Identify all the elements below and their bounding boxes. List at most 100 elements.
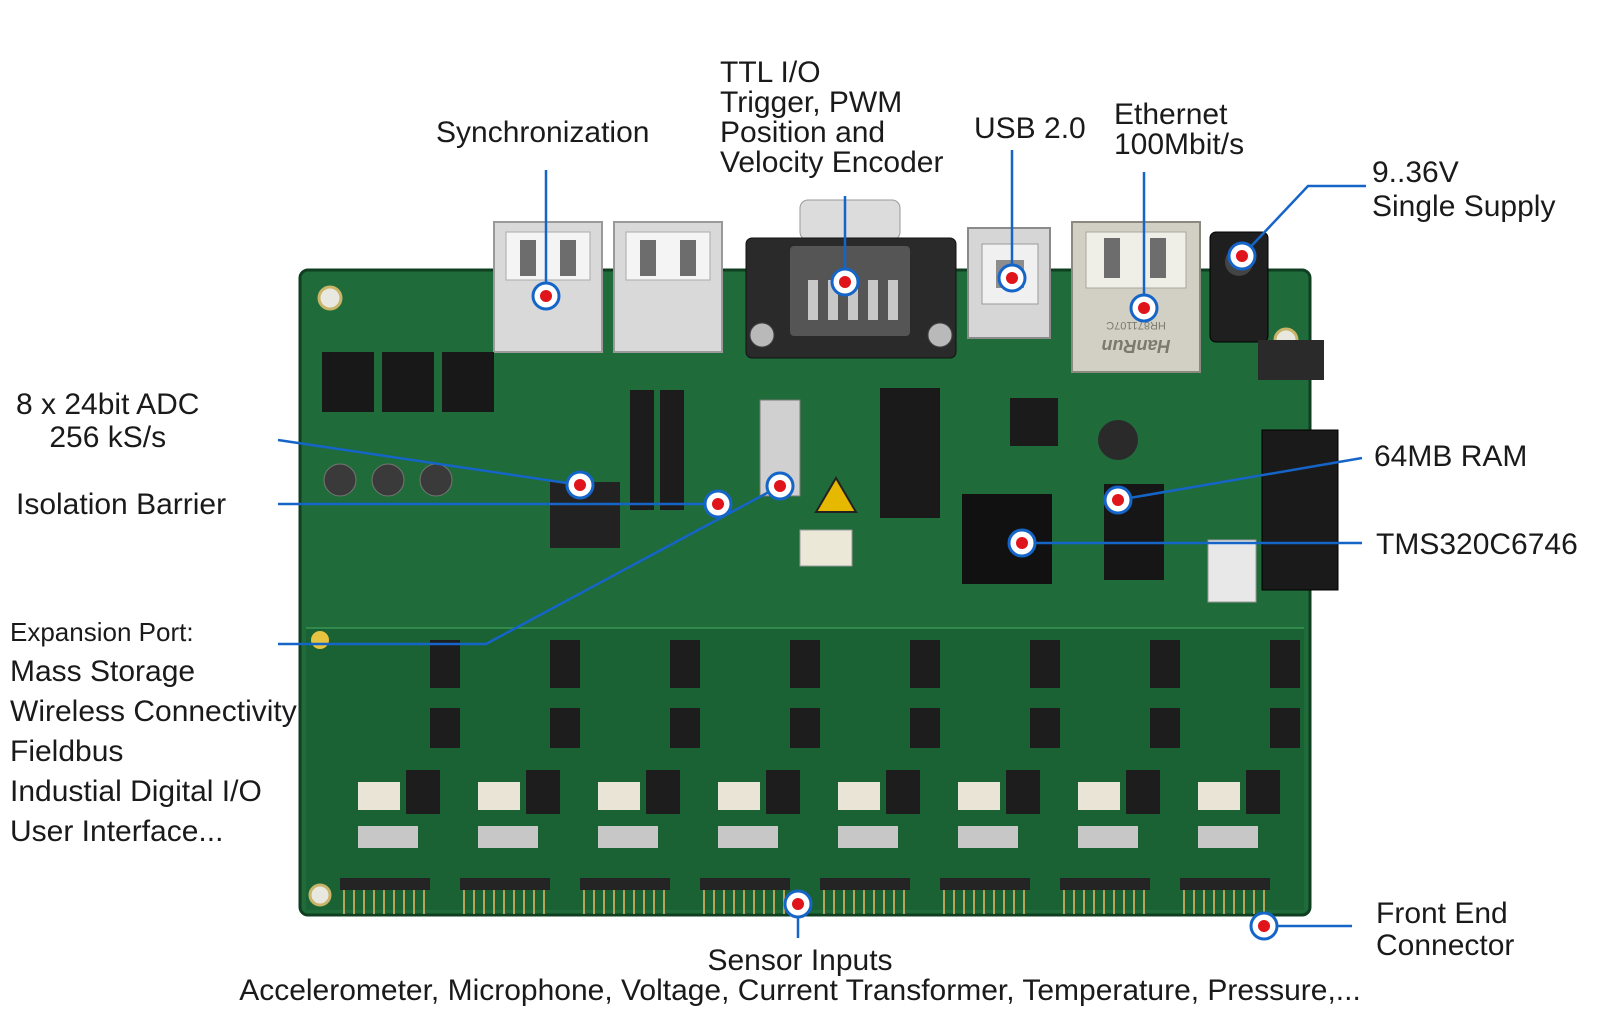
marker-ttl	[830, 267, 860, 297]
leader-ram	[1117, 456, 1363, 502]
label-line: 64MB RAM	[1374, 440, 1528, 473]
channel-connector	[958, 782, 1000, 810]
channel-capacitor	[958, 826, 1018, 848]
channel-driver-chip	[670, 708, 700, 748]
label-line: USB 2.0	[974, 112, 1086, 145]
channel-capacitor	[478, 826, 538, 848]
mounting-hole	[308, 883, 332, 907]
channel-driver-chip	[790, 708, 820, 748]
label-sensor: Sensor Inputs Accelerometer, Microphone,…	[0, 946, 1600, 1006]
label-line: Isolation Barrier	[16, 488, 227, 521]
label-dsp: TMS320C6746	[1376, 530, 1578, 560]
channel-pin-header	[700, 878, 790, 890]
channel-pin-header	[340, 878, 430, 890]
channel-amp-chip	[430, 640, 460, 688]
jack-part-text: HR871107C	[1106, 319, 1166, 331]
channel-adc-chip	[886, 770, 920, 814]
label-line: TTL I/O	[720, 56, 821, 89]
label-synchronization: Synchronization	[436, 118, 649, 148]
channel-amp-chip	[910, 640, 940, 688]
channel-driver-chip	[910, 708, 940, 748]
channel-capacitor	[838, 826, 898, 848]
box-header	[880, 388, 940, 518]
digital-isolator	[660, 390, 684, 510]
label-line: Expansion Port:	[10, 617, 194, 647]
markers	[531, 241, 1279, 941]
channel-connector	[358, 782, 400, 810]
channel-amp-chip	[1150, 640, 1180, 688]
leader-expansion	[278, 484, 781, 646]
label-line: Synchronization	[436, 116, 650, 149]
marker-sync	[531, 281, 561, 311]
channel-connector	[1198, 782, 1240, 810]
label-ttl-io: TTL I/O Trigger, PWM Position and Veloci…	[720, 58, 943, 178]
label-line: Trigger, PWM	[720, 86, 903, 119]
channel-connector	[838, 782, 880, 810]
leader-adc	[277, 438, 581, 487]
channel-amp-chip	[670, 640, 700, 688]
channel-adc-chip	[1126, 770, 1160, 814]
channel-pin-header	[820, 878, 910, 890]
isolation-transformer	[322, 352, 374, 412]
channel-driver-chip	[1150, 708, 1180, 748]
inductor	[419, 463, 453, 497]
analog-channels	[340, 640, 1300, 914]
channel-capacitor	[718, 826, 778, 848]
channel-driver-chip	[1030, 708, 1060, 748]
label-line: Wireless Connectivity	[10, 695, 297, 728]
label-line: Velocity Encoder	[720, 146, 944, 179]
jack-brand-text: HanRun	[1102, 336, 1171, 356]
channel-pin-header	[1180, 878, 1270, 890]
label-line: Accelerometer, Microphone, Voltage, Curr…	[239, 974, 1361, 1007]
channel-capacitor	[1078, 826, 1138, 848]
dsp-chip	[962, 494, 1052, 584]
label-line: Industial Digital I/O	[10, 775, 262, 808]
marker-supply	[1227, 241, 1257, 271]
label-ram: 64MB RAM	[1374, 442, 1527, 472]
channel-adc-chip	[526, 770, 560, 814]
channel-pin-header	[580, 878, 670, 890]
channel-capacitor	[1198, 826, 1258, 848]
switch	[1258, 340, 1324, 380]
marker-ethernet	[1129, 293, 1159, 323]
channel-connector	[718, 782, 760, 810]
label-line: Front End	[1376, 897, 1508, 930]
label-line: 9..36V	[1372, 156, 1459, 189]
marker-dsp	[1007, 528, 1037, 558]
inductor	[371, 463, 405, 497]
hazard-sticker	[814, 476, 858, 513]
leader-supply	[1241, 184, 1366, 257]
label-adc: 8 x 24bit ADC 256 kS/s	[16, 388, 199, 454]
sync-jack-1	[493, 221, 603, 353]
label-line: Fieldbus	[10, 735, 124, 768]
leader-lines	[277, 150, 1366, 938]
side-header	[1261, 429, 1339, 591]
label-line: Single Supply	[1372, 190, 1556, 223]
sync-jack-2	[613, 221, 723, 353]
channel-connector	[598, 782, 640, 810]
inductor	[323, 463, 357, 497]
label-line: Mass Storage	[10, 655, 196, 688]
channel-adc-chip	[766, 770, 800, 814]
label-isolation: Isolation Barrier	[16, 490, 226, 520]
label-line: Connector	[1376, 929, 1515, 962]
digital-isolator	[630, 390, 654, 510]
isolation-transformer	[382, 352, 434, 412]
channel-adc-chip	[646, 770, 680, 814]
channel-capacitor	[598, 826, 658, 848]
channel-adc-chip	[1246, 770, 1280, 814]
channel-adc-chip	[1006, 770, 1040, 814]
buzzer	[1098, 420, 1138, 460]
white-connector	[799, 529, 853, 567]
channel-amp-chip	[1030, 640, 1060, 688]
side-white-connector	[1207, 539, 1257, 603]
marker-sensor	[783, 889, 813, 919]
channel-amp-chip	[550, 640, 580, 688]
channel-pin-header	[940, 878, 1030, 890]
label-line: User Interface...	[10, 815, 224, 848]
marker-expansion	[765, 471, 795, 501]
label-expansion: Expansion Port: Mass Storage Wireless Co…	[10, 612, 297, 852]
channel-amp-chip	[1270, 640, 1300, 688]
